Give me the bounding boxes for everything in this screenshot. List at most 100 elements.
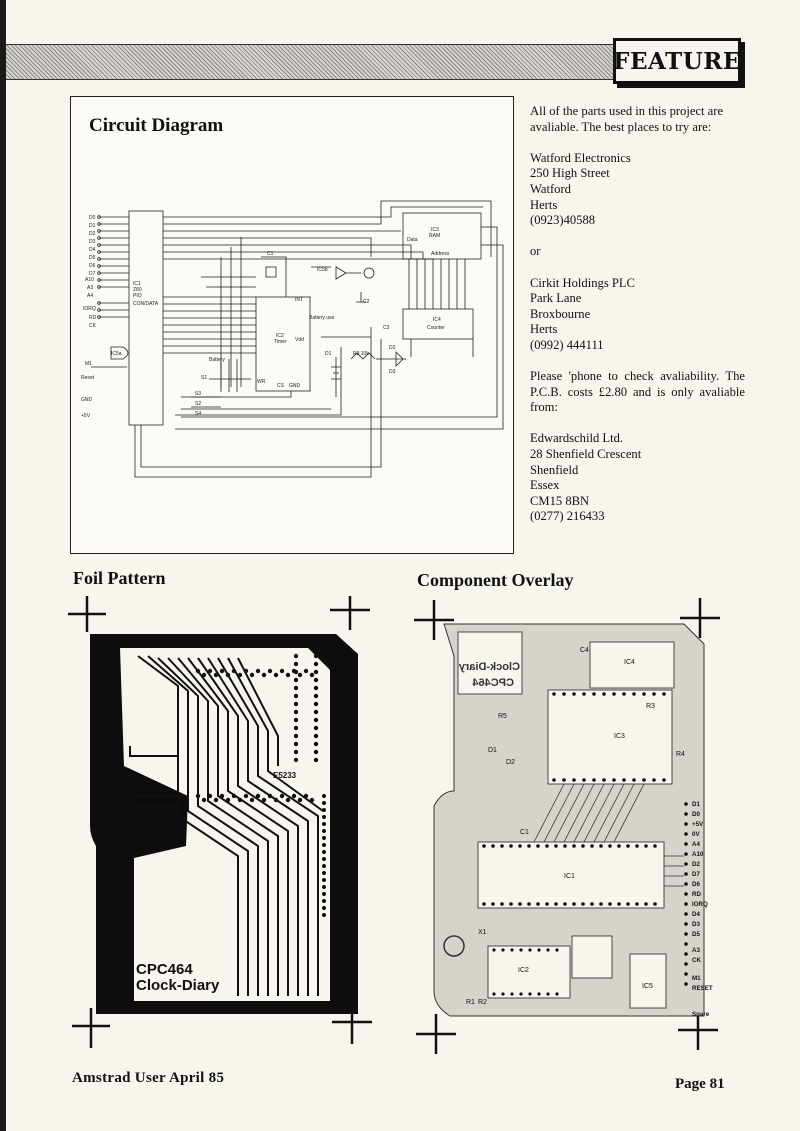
- cpu-pin-dot: [97, 257, 101, 261]
- overlay-c4-label: C4: [580, 647, 589, 654]
- overlay-pad: [635, 844, 639, 848]
- supplier-2-address: Cirkit Holdings PLC Park Lane Broxbourne…: [530, 276, 745, 354]
- c1-label: C1: [267, 251, 274, 257]
- overlay-edge-pad: [684, 982, 688, 986]
- edge-pin-label: D7: [692, 871, 700, 878]
- foil-pad: [293, 749, 299, 755]
- overlay-ic4-label: IC4: [624, 659, 635, 666]
- edge-pin-label: RD: [692, 891, 701, 898]
- foil-pad: [267, 793, 273, 799]
- cpu-pin-dot: [97, 229, 101, 233]
- overlay-pad: [599, 844, 603, 848]
- foil-pad: [279, 793, 285, 799]
- supplier-3-phone: (0277) 216433: [530, 509, 605, 524]
- foil-pad: [322, 913, 326, 917]
- svg-text:D7: D7: [89, 271, 96, 277]
- overlay-pad: [527, 902, 531, 906]
- foil-pad: [261, 797, 267, 803]
- foil-pad: [195, 793, 201, 799]
- edge-pin-label: D3: [692, 921, 700, 928]
- foil-pad: [243, 793, 249, 799]
- overlay-pad: [582, 692, 586, 696]
- foil-pad: [293, 725, 299, 731]
- foil-pad: [309, 797, 315, 803]
- foil-pad: [322, 899, 326, 903]
- overlay-edge-pad: [684, 972, 688, 976]
- overlay-pad: [563, 844, 567, 848]
- svg-text:D0: D0: [89, 215, 96, 221]
- component-overlay-board: IC3 IC1 IC2 IC4 IC5 R1 R2 R3 R4 R5 C1 C4…: [414, 598, 720, 1054]
- foil-pad: [313, 725, 319, 731]
- overlay-pad: [492, 992, 496, 996]
- header-banner: [6, 44, 614, 80]
- foil-pad: [322, 794, 326, 798]
- overlay-edge-pad: [684, 802, 688, 806]
- overlay-pad: [509, 844, 513, 848]
- foil-pad: [219, 793, 225, 799]
- overlay-edge-pad: [684, 932, 688, 936]
- overlay-pad: [572, 778, 576, 782]
- ic4-label: IC4: [433, 317, 441, 323]
- foil-pad: [231, 668, 237, 674]
- svg-text:D5: D5: [89, 255, 96, 261]
- gnd-label: GND: [289, 383, 301, 389]
- edge-pin-label: Spare: [692, 1011, 710, 1018]
- svg-text:CK: CK: [89, 323, 97, 329]
- foil-pad: [285, 672, 291, 678]
- overlay-pad: [501, 948, 505, 952]
- component-overlay-title: Component Overlay: [417, 570, 574, 590]
- foil-pad: [313, 749, 319, 755]
- foil-pad: [293, 757, 299, 763]
- overlay-edge-pad: [684, 872, 688, 876]
- overlay-d2-label: D2: [506, 759, 515, 766]
- edge-pin-label: 0V: [692, 831, 700, 838]
- cpu-pin-dot: [97, 250, 101, 254]
- overlay-pad: [652, 778, 656, 782]
- wr-label: WR: [257, 379, 266, 385]
- foil-pad: [243, 668, 249, 674]
- overlay-edge-pad: [684, 902, 688, 906]
- overlay-r3-label: R3: [646, 703, 655, 710]
- cpu-pin-dot: [97, 308, 101, 312]
- ic5b-label: IC5b: [317, 267, 328, 273]
- overlay-x1-label: X1: [478, 929, 487, 936]
- foil-pad: [322, 836, 326, 840]
- foil-pad: [255, 668, 261, 674]
- overlay-pad: [572, 692, 576, 696]
- foil-pad: [291, 793, 297, 799]
- supplier-2-line: Broxbourne: [530, 306, 591, 321]
- ic3-sub-label: RAM: [429, 233, 440, 239]
- edge-pin-label: A4: [692, 841, 700, 848]
- overlay-pad: [642, 692, 646, 696]
- foil-pad: [201, 797, 207, 803]
- overlay-edge-pad: [684, 832, 688, 836]
- overlay-pad: [519, 992, 523, 996]
- overlay-pad: [546, 948, 550, 952]
- foil-pad: [322, 885, 326, 889]
- overlay-pad: [518, 902, 522, 906]
- circuit-diagram-title: Circuit Diagram: [89, 115, 224, 136]
- foil-pad: [293, 677, 299, 683]
- r3-label: R3 10k: [353, 351, 369, 357]
- foil-pad: [313, 717, 319, 723]
- overlay-d1-label: D1: [488, 747, 497, 754]
- overlay-pad: [510, 992, 514, 996]
- edge-pin-label: RESET: [692, 985, 713, 992]
- foil-pad: [293, 653, 299, 659]
- cpu-pin-dot: [97, 215, 101, 219]
- foil-pattern-title: Foil Pattern: [73, 568, 166, 588]
- foil-pad: [313, 701, 319, 707]
- cpu-pin-dot: [97, 264, 101, 268]
- foil-pad: [293, 701, 299, 707]
- ic2-sub-label: Timer: [274, 339, 287, 345]
- overlay-pad: [612, 692, 616, 696]
- foil-pad: [237, 797, 243, 803]
- overlay-pad: [653, 844, 657, 848]
- page-number: Page 81: [675, 1076, 725, 1092]
- data-label: Data: [407, 237, 418, 243]
- overlay-pad: [536, 902, 540, 906]
- foil-pad: [285, 797, 291, 803]
- supplier-3-line: CM15 8BN: [530, 493, 590, 508]
- overlay-pad: [608, 902, 612, 906]
- overlay-pad: [632, 692, 636, 696]
